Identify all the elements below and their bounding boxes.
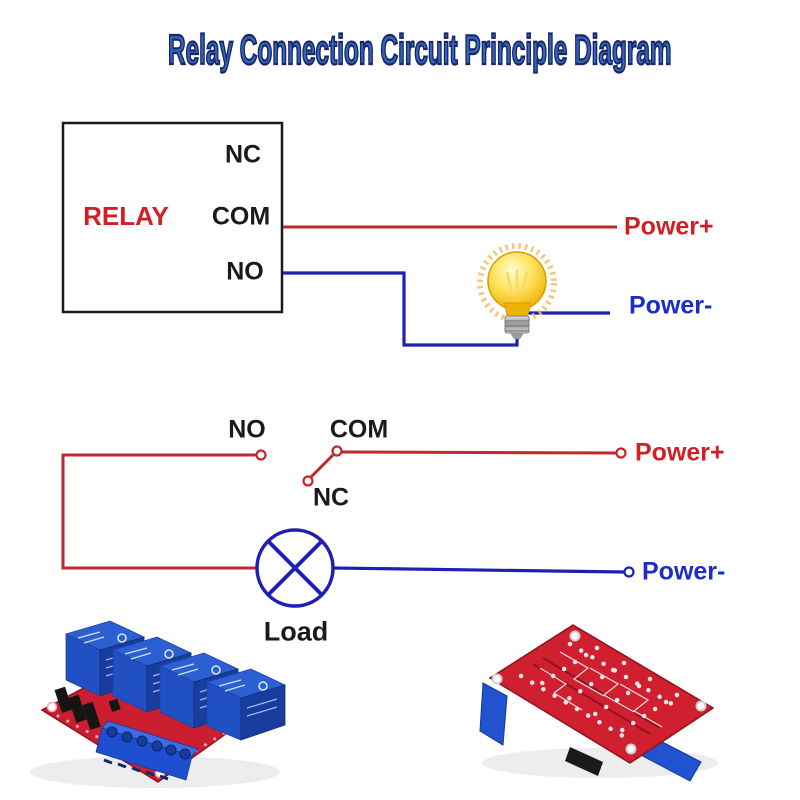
mounting-hole [625, 743, 637, 755]
relay-cube [205, 668, 287, 741]
terminal-block [95, 720, 199, 781]
no-power-minus-wire [283, 271, 610, 347]
mounting-hole [695, 700, 707, 712]
load-label: Load [263, 616, 329, 647]
no-contact [255, 449, 267, 461]
relay-box-label: RELAY [83, 201, 169, 231]
terminal-block-under [479, 682, 508, 746]
relay-module-pcb-back-photo [479, 624, 718, 782]
power-plus-terminal [615, 447, 627, 459]
top-circuit [61, 121, 617, 347]
switch-circuit [61, 445, 635, 608]
mid-com-label: COM [329, 415, 389, 444]
com-contact [331, 445, 343, 457]
light-bulb-icon [477, 243, 557, 339]
relay-cubes [64, 620, 287, 741]
silkscreen-traces [539, 651, 663, 728]
bulb-base-tip [510, 333, 524, 339]
load-power-minus-wire [332, 566, 625, 574]
top-power-minus-label: Power- [629, 291, 713, 320]
power-minus-terminal [623, 566, 635, 578]
no-load-wire [61, 453, 258, 570]
bulb-base-ridges [505, 320, 529, 332]
relay-cube [64, 620, 146, 697]
solder-dots [518, 641, 685, 745]
bulb-glow [477, 243, 557, 323]
pcb-components [54, 674, 121, 730]
top-com-label: COM [211, 202, 271, 231]
load-lamp-symbol [255, 528, 335, 608]
mid-power-plus-label: Power+ [635, 438, 725, 467]
top-nc-label: NC [224, 140, 262, 169]
page-title: Relay Connection Circuit Principle Diagr… [167, 25, 672, 74]
pin-header [565, 747, 603, 776]
relay-box [61, 121, 284, 314]
com-power-plus-wire-mid [341, 450, 617, 455]
mounting-hole [491, 673, 503, 685]
relay-module-4ch-photo [30, 620, 287, 788]
relay-cube [111, 636, 193, 713]
bulb-filament [505, 270, 529, 296]
mid-nc-label: NC [312, 483, 350, 512]
top-power-plus-label: Power+ [624, 212, 714, 241]
switch-lever [309, 453, 335, 479]
nc-contact [302, 475, 314, 487]
mounting-hole [569, 630, 581, 642]
mounting-hole [46, 701, 58, 713]
top-no-label: NO [226, 257, 264, 286]
mid-power-minus-label: Power- [642, 557, 726, 586]
mid-no-label: NO [228, 415, 266, 444]
